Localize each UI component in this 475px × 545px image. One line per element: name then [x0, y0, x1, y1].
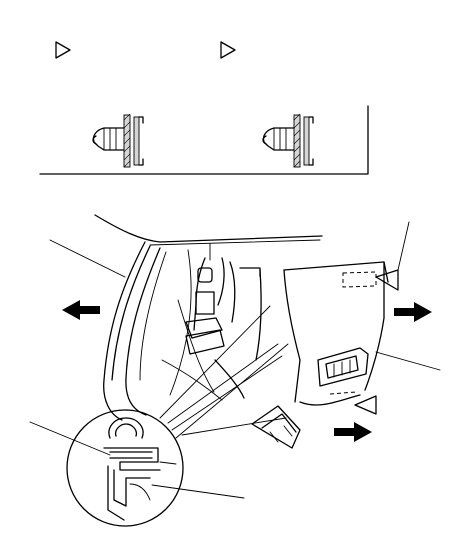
pillar-outline-outer [103, 241, 146, 421]
arrow-right-lower-icon [334, 422, 372, 442]
arrow-left-icon [62, 300, 100, 320]
magnifier-circle [66, 409, 184, 527]
door-opening-assembly [29, 214, 441, 499]
upper-body-outline [94, 214, 323, 243]
hidden-clip-bottom [329, 391, 357, 395]
hidden-clip-top [342, 271, 377, 288]
door-pocket [317, 347, 369, 387]
door-panel [251, 261, 389, 449]
panel-triangle-marker-top-icon [375, 269, 399, 291]
leader-lines [29, 221, 441, 499]
triangle-marker-left-icon [55, 41, 71, 59]
panel-triangle-marker-bottom-icon [354, 395, 377, 415]
clip-right-detail [262, 113, 314, 168]
arrow-right-upper-icon [394, 302, 432, 322]
lower-trim-piece [251, 405, 301, 449]
clip-detail-inset [39, 41, 369, 175]
inset-frame [39, 105, 369, 175]
interior-structure [161, 249, 262, 401]
magnified-seal-detail [66, 409, 184, 527]
clip-left-detail [92, 113, 144, 168]
triangle-marker-right-icon [220, 41, 236, 59]
